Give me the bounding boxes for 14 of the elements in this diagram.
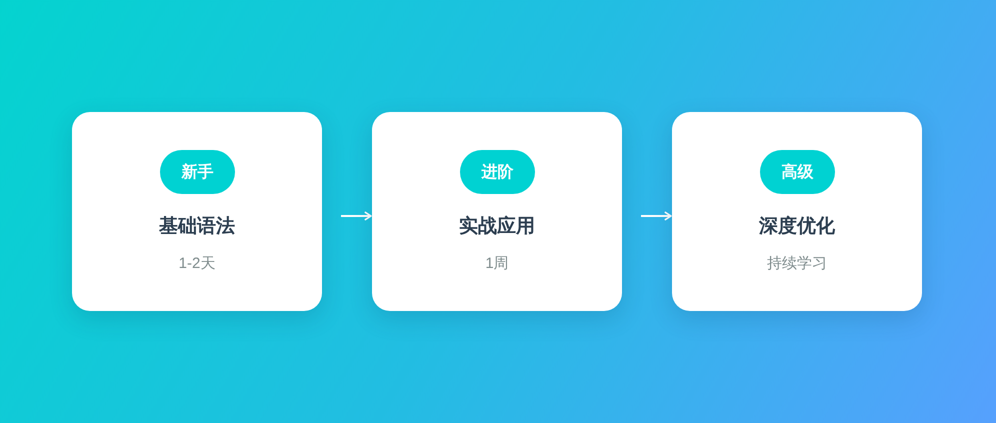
stage-title: 深度优化 [759, 215, 835, 239]
stage-title: 基础语法 [159, 215, 235, 239]
duration-text: 持续学习 [767, 254, 827, 274]
stage-card [672, 112, 922, 311]
duration-text: 1-2天 [178, 254, 216, 274]
duration-text: 1周 [485, 254, 509, 274]
level-badge: 高级 [760, 150, 835, 194]
level-badge: 新手 [160, 150, 235, 194]
arrow [641, 212, 672, 220]
stage-card [72, 112, 322, 311]
stage-card [372, 112, 622, 311]
stage-title: 实战应用 [459, 215, 535, 239]
arrow [341, 212, 372, 220]
level-badge: 进阶 [460, 150, 535, 194]
